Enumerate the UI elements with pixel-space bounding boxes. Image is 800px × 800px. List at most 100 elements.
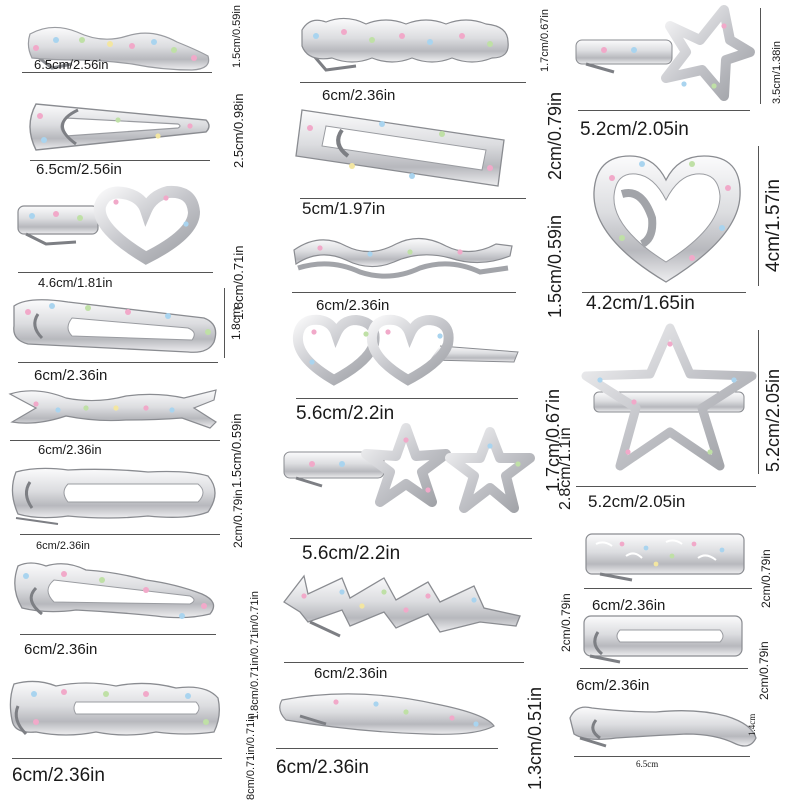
width-label: 6cm/2.36in [592, 597, 666, 614]
hair-clip-heart-illustration [17, 185, 201, 265]
height-label: 3.5cm/1.38in [771, 41, 783, 104]
width-guide [18, 362, 218, 363]
hair-clip-hammered-snap [580, 612, 746, 664]
hair-clip-wavy-snap-illustration [569, 706, 757, 748]
width-guide [20, 634, 216, 635]
hair-clip-wavy-flat-illustration [27, 26, 210, 71]
width-label: 6cm/2.36in [38, 442, 102, 457]
hair-clip-wavy-bar-illustration [301, 17, 509, 72]
hair-clip-wavy-snap [566, 694, 762, 752]
width-guide [580, 668, 748, 669]
width-guide [292, 292, 516, 293]
width-label: 4.6cm/1.81in [38, 275, 113, 290]
width-label: 6cm/2.36in [314, 665, 388, 682]
width-guide [22, 72, 212, 73]
width-guide [296, 398, 518, 399]
width-label: 6cm/2.36in [12, 765, 105, 786]
hair-clip-star-large [574, 322, 762, 472]
width-guide [284, 662, 524, 663]
height-guide [224, 288, 225, 358]
hair-clip-zigzag-illustration [283, 574, 521, 638]
width-guide [20, 534, 220, 535]
height-guide [758, 146, 759, 286]
hair-clip-double-star [282, 423, 536, 520]
width-guide [300, 82, 526, 83]
width-label: 6cm/2.36in [276, 757, 369, 778]
width-label: 6.5cm/2.56in [36, 161, 122, 178]
width-guide [584, 588, 752, 589]
width-guide [276, 748, 498, 749]
width-label: 5.6cm/2.2in [296, 403, 395, 424]
width-guide [578, 110, 750, 111]
height-label: 1.8cm [229, 307, 243, 340]
width-label: 6.5cm [636, 759, 659, 769]
hair-clip-scalloped-rectangle [6, 676, 222, 740]
width-guide [300, 198, 526, 199]
hair-clip-double-heart-illustration [292, 314, 519, 386]
hair-clip-wavy-fork [6, 382, 220, 434]
width-guide [30, 160, 210, 161]
width-label: 6cm/2.36in [322, 87, 396, 104]
hair-clip-oval-snap [8, 462, 220, 526]
hair-clip-long-leaf [276, 686, 498, 742]
hair-clip-star-small-illustration [575, 5, 755, 101]
hair-clip-long-leaf-illustration [279, 693, 495, 735]
width-guide [18, 272, 213, 273]
width-label: 5.2cm/2.05in [588, 492, 686, 511]
width-label: 6cm/2.36in [24, 641, 98, 658]
height-label: 1.5cm/0.59in [545, 214, 565, 318]
width-label: 4.2cm/1.65in [586, 293, 695, 314]
height-label: 2cm/0.79in [231, 489, 245, 548]
height-label: 1.8cm/0.71in/0.71in/0.71in [249, 590, 261, 720]
hair-clip-long-oval [8, 292, 220, 358]
height-label: 1.5cm/0.59in [229, 413, 244, 488]
hair-clip-heart-large [582, 148, 752, 286]
hair-clip-wavy-flat [22, 14, 212, 72]
width-label: 5cm/1.97in [302, 199, 386, 218]
hair-clip-teardrop-illustration [29, 103, 210, 151]
hair-clip-star-small [574, 5, 756, 102]
width-label: 5.6cm/2.2in [302, 543, 401, 564]
width-guide [290, 538, 532, 539]
hair-clip-hammered-snap-illustration [583, 615, 743, 664]
hair-clip-scalloped-rectangle-illustration [9, 680, 220, 736]
height-guide [758, 330, 759, 474]
height-label: 2cm/0.79in [559, 593, 573, 652]
width-label: 6cm/2.36in [576, 677, 650, 694]
hair-clip-wavy-wire-illustration [293, 237, 513, 279]
hair-clip-heart-large-illustration [593, 155, 741, 283]
hair-clip-zigzag [280, 566, 524, 648]
width-label: 6cm/2.36in [36, 540, 90, 552]
height-label: 8cm/0.71in/0.71in [245, 713, 257, 800]
hair-clip-scalloped-teardrop-illustration [14, 562, 215, 619]
hair-clip-hammered-rectangle-illustration [585, 533, 745, 582]
hair-clip-wavy-fork-illustration [8, 389, 217, 429]
hair-clip-star-large-illustration [581, 323, 757, 471]
hair-clip-wavy-wire [290, 228, 516, 282]
height-guide [760, 8, 761, 104]
height-label: 1.5cm/0.59in [231, 5, 243, 68]
hair-clip-rectangle-frame-illustration [295, 109, 505, 187]
height-label: 2cm/0.79in [757, 641, 771, 700]
width-guide [12, 758, 222, 759]
hair-clip-teardrop [18, 96, 213, 158]
hair-clip-double-heart [290, 312, 522, 386]
width-label: 5.2cm/2.05in [580, 119, 689, 140]
width-guide [574, 756, 750, 757]
hair-clip-scalloped-teardrop [6, 558, 218, 624]
height-label: 2cm/0.79in [759, 549, 773, 608]
width-label: 6cm/2.36in [34, 367, 108, 384]
width-label: 6cm/2.36in [316, 297, 390, 314]
width-label: 6.5cm/2.56in [34, 57, 109, 72]
height-label: 1.7cm/0.67in [539, 9, 551, 72]
hair-clip-heart [16, 184, 206, 265]
hair-clip-oval-snap-illustration [11, 467, 216, 525]
hair-clip-wavy-bar [296, 12, 512, 74]
height-label: 1.4cm [747, 713, 757, 736]
hair-clip-double-star-illustration [283, 423, 535, 513]
hair-clip-long-oval-illustration [13, 299, 217, 353]
height-label: 5.2cm/2.05in [763, 368, 783, 472]
height-label: 2.8cm/1.1in [557, 427, 574, 510]
width-guide [582, 292, 746, 293]
